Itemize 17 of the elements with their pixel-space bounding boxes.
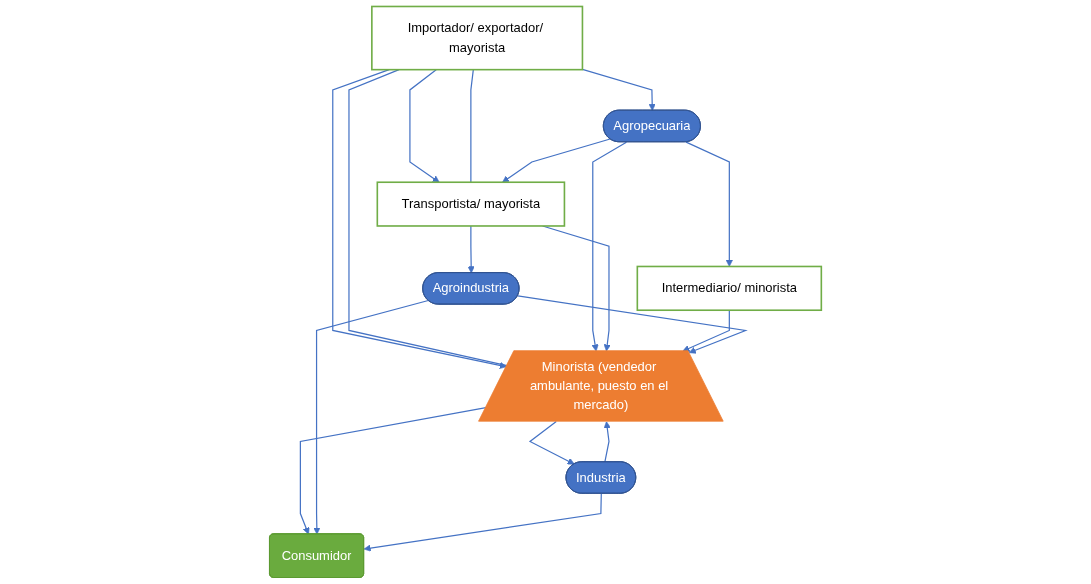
arrow xyxy=(581,68,656,111)
arrow xyxy=(517,295,748,354)
node-box: Importador/ exportador/ mayorista xyxy=(371,5,584,71)
arrow xyxy=(528,421,575,465)
arrow xyxy=(685,141,733,267)
arrow xyxy=(313,299,429,535)
arrow xyxy=(299,407,487,535)
arrow xyxy=(591,141,628,352)
arrow xyxy=(682,309,731,352)
arrow xyxy=(409,69,440,183)
node-box: Intermediario/ minorista xyxy=(636,265,823,312)
arrow xyxy=(603,421,611,463)
node-box: Transportista/ mayorista xyxy=(376,181,566,227)
arrow xyxy=(502,138,611,183)
arrow xyxy=(467,225,475,274)
connector xyxy=(470,69,475,183)
arrow xyxy=(363,493,602,552)
